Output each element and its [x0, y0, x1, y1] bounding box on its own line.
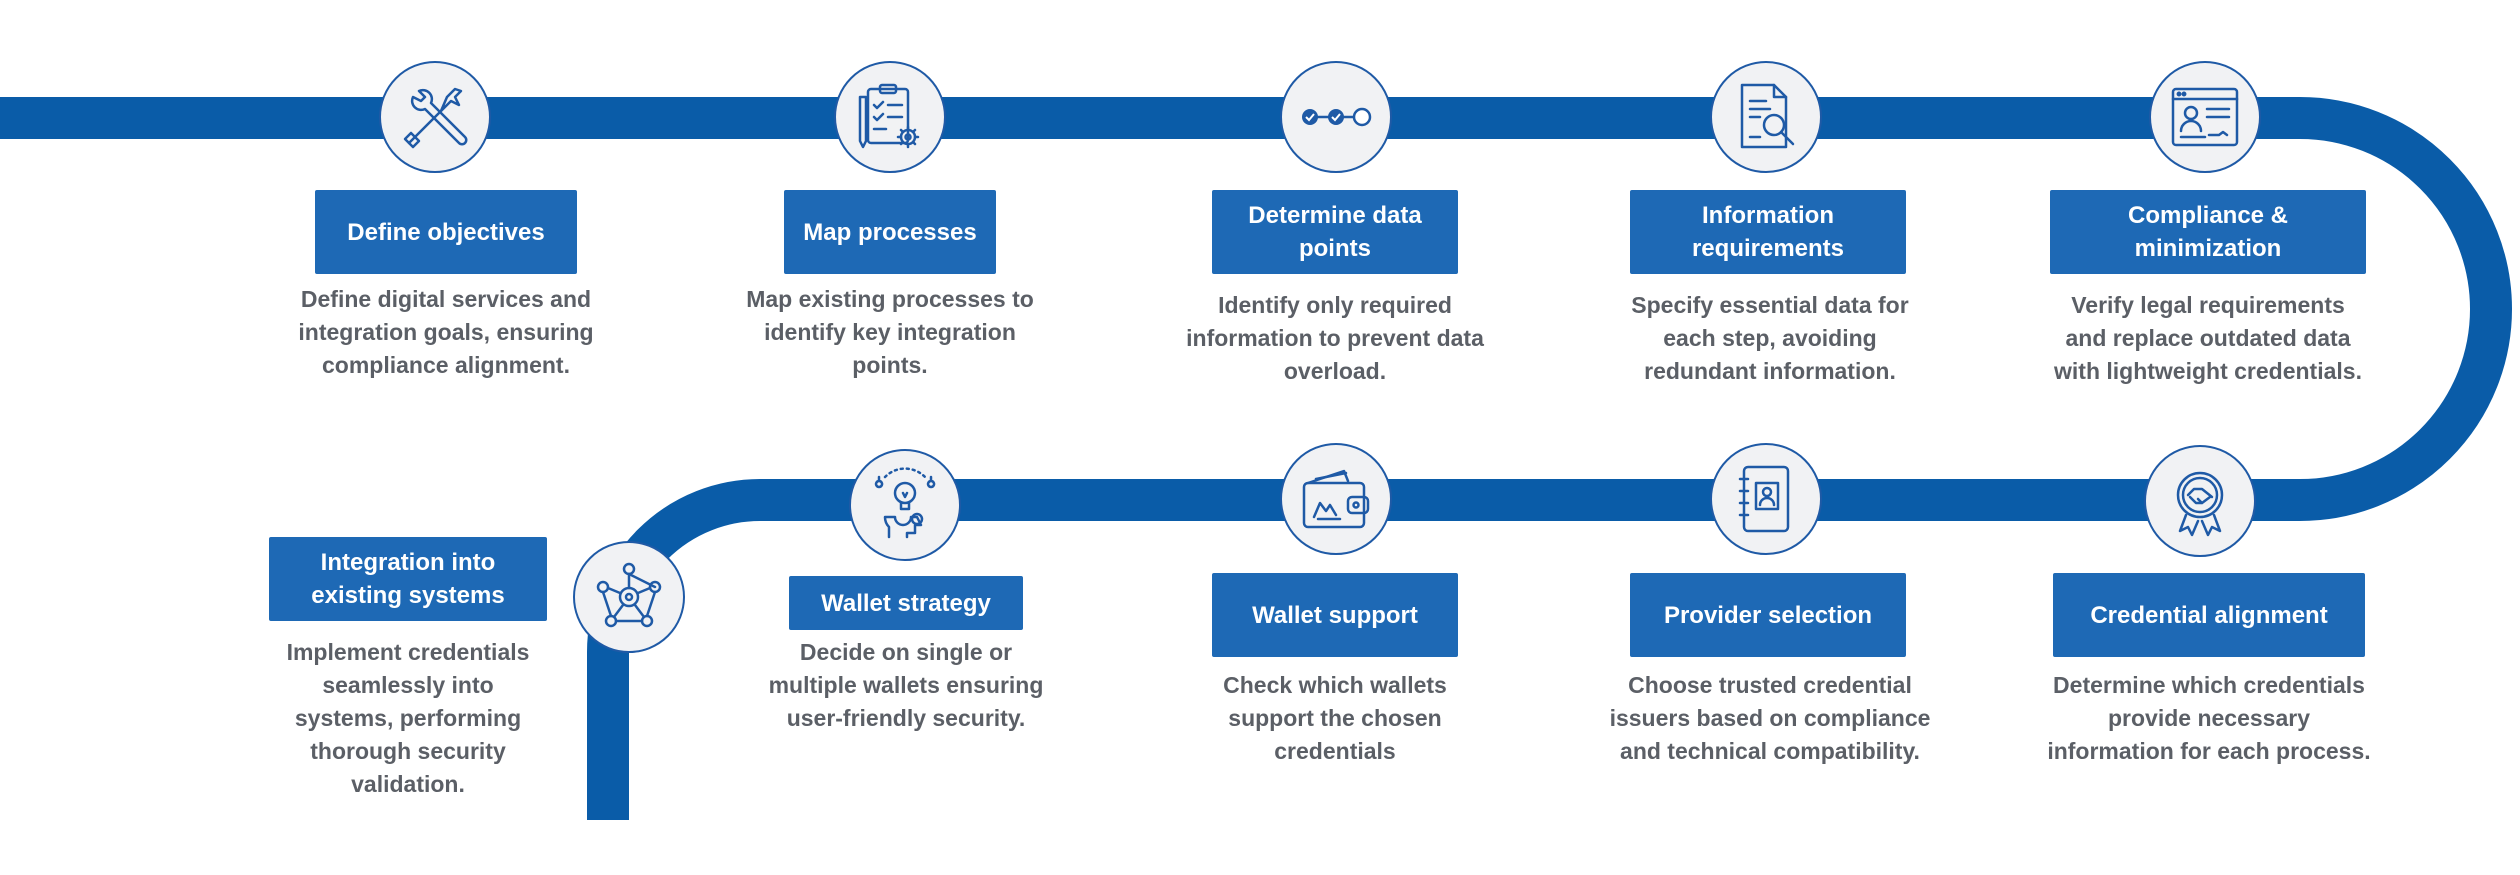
- step-3-title: Determine data points: [1212, 190, 1458, 274]
- step-6-title: Credential alignment: [2053, 573, 2365, 657]
- step-3-node: [1280, 61, 1392, 173]
- step-9-description: Decide on single or multiple wallets ens…: [768, 639, 1044, 731]
- step-4-node: [1710, 61, 1822, 173]
- tools-icon: [403, 87, 468, 149]
- step-6-description: Determine which credentials provide nece…: [2047, 672, 2371, 764]
- step-5-title: Compliance & minimization: [2050, 190, 2366, 274]
- contact-book-icon: [1738, 465, 1790, 533]
- step-7-description: Choose trusted credential issuers based …: [1609, 672, 1931, 764]
- step-10-title: Integration into existing systems: [269, 537, 547, 621]
- step-9-node: [849, 449, 961, 561]
- step-5-description: Verify legal requirements and replace ou…: [2054, 292, 2362, 384]
- step-1-title: Define objectives: [315, 190, 577, 274]
- step-8-description: Check which wallets support the chosen c…: [1223, 672, 1447, 764]
- step-2-node: [834, 61, 946, 173]
- id-card-icon: [2171, 87, 2239, 147]
- step-4-description: Specify essential data for each step, av…: [1631, 292, 1909, 384]
- handshake-badge-icon: [2176, 471, 2224, 537]
- step-8-node: [1280, 443, 1392, 555]
- document-search-icon: [1740, 83, 1795, 149]
- step-10-description: Implement credentials seamlessly into sy…: [286, 639, 530, 797]
- step-8-title: Wallet support: [1212, 573, 1458, 657]
- step-7-title: Provider selection: [1630, 573, 1906, 657]
- step-2-description: Map existing processes to identify key i…: [746, 286, 1034, 378]
- step-1-description: Define digital services and integration …: [298, 286, 594, 378]
- step-5-node: [2149, 61, 2261, 173]
- step-10-node: [573, 541, 685, 653]
- step-9-title: Wallet strategy: [789, 576, 1023, 630]
- step-7-node: [1710, 443, 1822, 555]
- step-6-node: [2144, 445, 2256, 557]
- network-gears-icon: [596, 562, 662, 628]
- step-4-title: Information requirements: [1630, 190, 1906, 274]
- step-3-description: Identify only required information to pr…: [1186, 292, 1484, 384]
- step-2-title: Map processes: [784, 190, 996, 274]
- progress-steps-icon: [1302, 107, 1372, 127]
- idea-head-icon: [874, 467, 936, 539]
- wallet-icon: [1302, 469, 1370, 529]
- step-1-node: [379, 61, 491, 173]
- checklist-gear-icon: [858, 83, 920, 149]
